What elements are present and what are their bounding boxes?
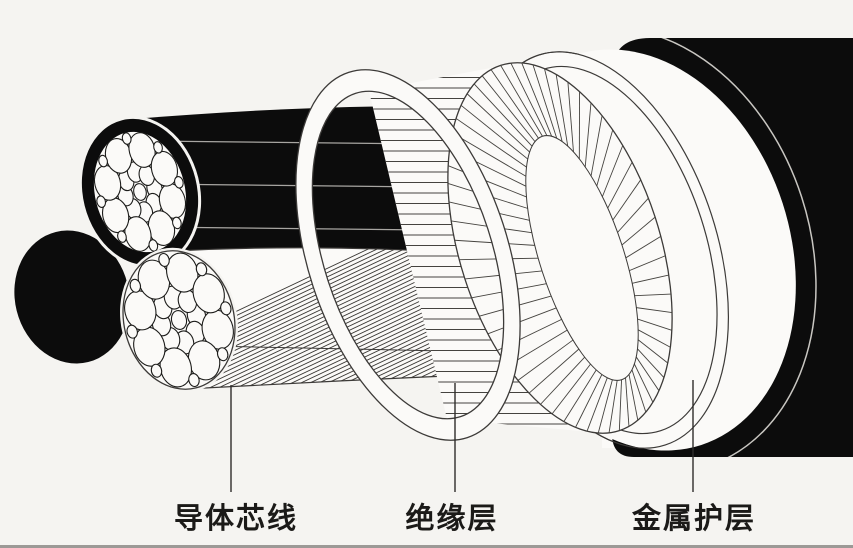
label-conductor-core: 导体芯线: [174, 502, 298, 535]
callout-labels: 导体芯线 绝缘层 金属护层: [174, 380, 756, 535]
core-strand-wires: [111, 241, 248, 400]
core-strand-wires: [82, 122, 197, 262]
conductor-core-bare: [111, 241, 447, 400]
insulation-bore: [525, 135, 639, 381]
insulation-front-rim: [295, 69, 521, 441]
label-insulation-layer: 绝缘层: [405, 501, 498, 535]
core-strand-seam: [209, 345, 445, 352]
conductor-core-back: [14, 230, 130, 364]
metal-sheath-highlight-arc: [612, 38, 817, 457]
conductor-cores: [14, 106, 447, 400]
conductor-core-insulated: [78, 106, 432, 281]
label-metal-sheath: 金属护层: [631, 501, 756, 535]
image-bottom-edge: [0, 545, 853, 548]
